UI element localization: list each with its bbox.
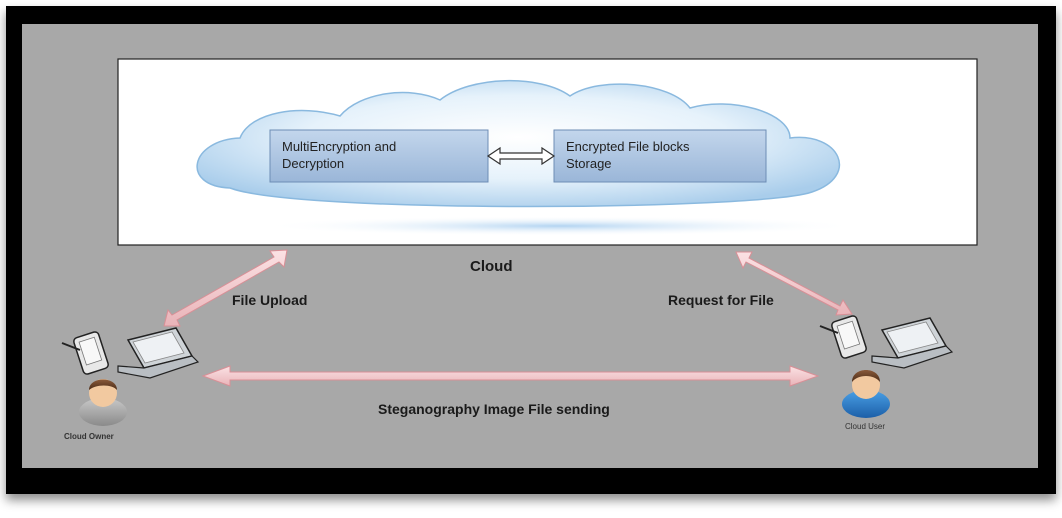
storage-line1: Encrypted File blocks bbox=[566, 139, 690, 154]
encryption-line1: MultiEncryption and bbox=[282, 139, 397, 154]
storage-box bbox=[553, 129, 767, 183]
cloud-label: Cloud bbox=[470, 258, 513, 275]
storage-line2: Storage bbox=[566, 156, 612, 171]
laptop-icon bbox=[871, 317, 954, 369]
upload-arrow bbox=[163, 249, 288, 327]
encryption-line2: Decryption bbox=[282, 156, 345, 171]
user-label: Cloud User bbox=[845, 422, 886, 431]
person-icon bbox=[79, 379, 127, 426]
exchange-arrow bbox=[486, 146, 556, 166]
phone-icon bbox=[819, 315, 867, 359]
sending-arrow bbox=[201, 365, 820, 387]
laptop-icon bbox=[117, 327, 200, 379]
person-icon bbox=[842, 370, 890, 418]
storage-box-label: Encrypted File blocks Storage bbox=[566, 138, 690, 172]
encryption-box-label: MultiEncryption and Decryption bbox=[282, 138, 396, 172]
upload-label: File Upload bbox=[232, 292, 308, 308]
encryption-box bbox=[269, 129, 489, 183]
phone-icon bbox=[61, 331, 109, 375]
sending-label: Steganography Image File sending bbox=[378, 401, 610, 417]
cloud-shadow bbox=[260, 216, 860, 236]
request-label: Request for File bbox=[668, 292, 774, 308]
owner-label: Cloud Owner bbox=[64, 432, 114, 441]
request-arrow bbox=[735, 251, 853, 316]
